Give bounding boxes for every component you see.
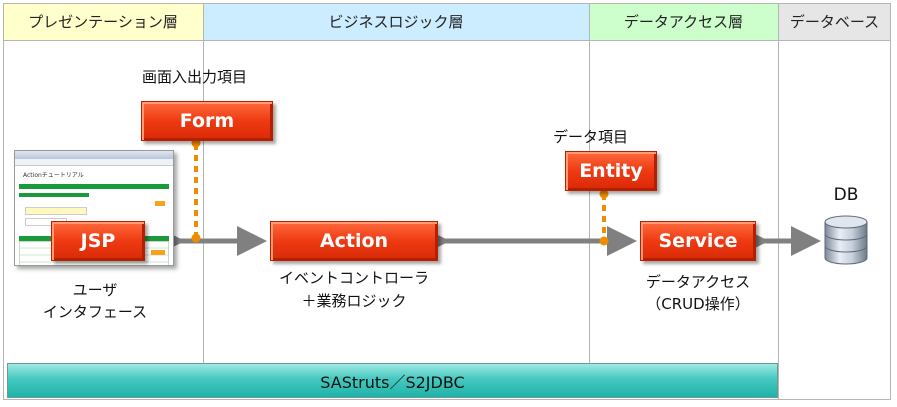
- business-layer: ビジネスロジック層: [203, 3, 589, 365]
- browser-titlebar: [15, 151, 173, 159]
- divider-3: [778, 3, 779, 400]
- form-box-label: Form: [179, 110, 235, 132]
- database-layer-title: データベース: [789, 13, 880, 31]
- action-caption-2: ＋業務ロジック: [301, 292, 407, 310]
- database-layer-header: データベース: [778, 3, 891, 41]
- jsp-caption-1: ユーザ: [72, 281, 118, 299]
- entity-box-label: Entity: [579, 160, 643, 182]
- business-layer-header: ビジネスロジック層: [203, 3, 589, 41]
- browser-orange-button: [151, 250, 165, 255]
- entity-caption: データ項目: [553, 128, 629, 146]
- presentation-layer: プレゼンテーション層: [3, 3, 203, 365]
- presentation-layer-title: プレゼンテーション層: [28, 13, 178, 31]
- form-box: Form: [141, 101, 273, 141]
- browser-orange-button-2: [155, 201, 165, 206]
- entity-link-dot-top: [599, 189, 609, 199]
- browser-form-row: [25, 207, 87, 215]
- service-caption-2: （CRUD操作）: [646, 295, 750, 313]
- framework-bar-label: SAStruts／S2JDBC: [320, 372, 465, 392]
- action-box: Action: [270, 221, 438, 261]
- form-caption: 画面入出力項目: [142, 68, 248, 86]
- service-box-label: Service: [658, 230, 738, 252]
- service-caption-1: データアクセス: [645, 273, 751, 291]
- jsp-box: JSP: [51, 221, 145, 261]
- form-link-dot-bottom: [191, 233, 201, 243]
- diagram-frame: [3, 3, 891, 400]
- service-box: Service: [640, 221, 756, 261]
- browser-green-bar: [19, 184, 169, 189]
- presentation-layer-header: プレゼンテーション層: [3, 3, 203, 41]
- data-access-layer-header: データアクセス層: [589, 3, 778, 41]
- data-access-layer: データアクセス層: [589, 3, 778, 365]
- db-caption: DB: [833, 185, 859, 205]
- browser-green-bar-2: [19, 193, 89, 197]
- jsp-box-label: JSP: [80, 230, 116, 252]
- business-layer-title: ビジネスロジック層: [328, 13, 464, 31]
- entity-link-dot-bottom: [599, 236, 609, 246]
- browser-addressbar: [15, 159, 173, 166]
- entity-box: Entity: [565, 151, 657, 191]
- jsp-caption-2: インタフェース: [42, 303, 148, 321]
- framework-bar: SAStruts／S2JDBC: [7, 363, 778, 398]
- data-access-layer-title: データアクセス層: [623, 13, 744, 31]
- divider-1: [203, 3, 204, 363]
- action-caption-1: イベントコントローラ: [278, 269, 429, 287]
- database-icon: [824, 215, 868, 265]
- database-layer: データベース: [778, 3, 891, 365]
- action-box-label: Action: [319, 230, 389, 252]
- browser-page-title: Actionチュートリアル: [23, 172, 84, 179]
